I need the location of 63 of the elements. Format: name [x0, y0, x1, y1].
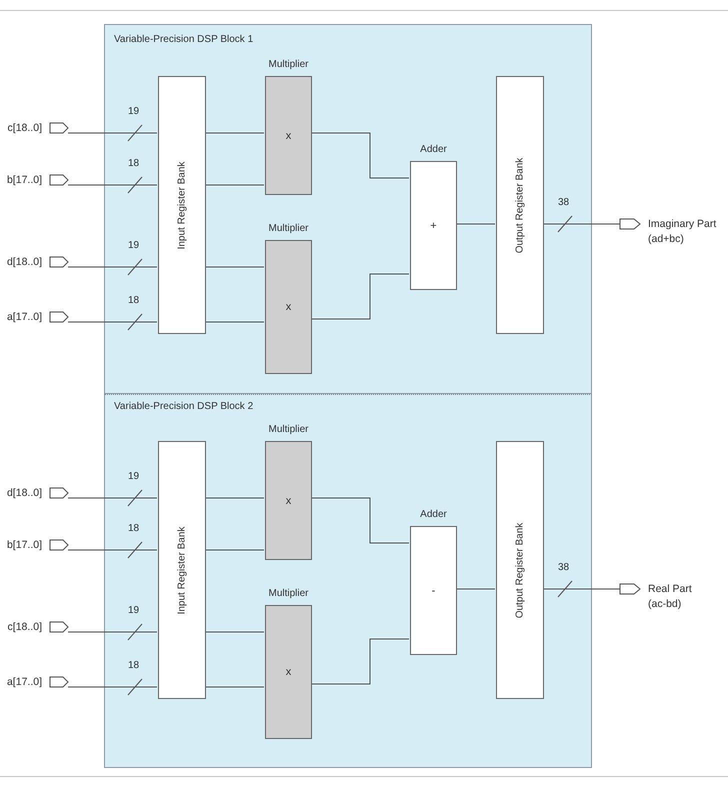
operator-symbol: x [286, 494, 292, 506]
operator-symbol: + [430, 220, 437, 232]
bank-label: Input Register Bank [176, 161, 188, 249]
output-name: Real Part (ac-bd) [648, 582, 693, 612]
unit-label: Multiplier [268, 423, 308, 437]
bank-label: Input Register Bank [176, 526, 188, 614]
bus-width-label: 38 [558, 562, 570, 573]
bus-width-label: 18 [128, 158, 140, 169]
bus-line [68, 314, 158, 330]
signal-name: d[18..0] [6, 256, 42, 268]
bus-line [68, 678, 158, 696]
wire [204, 266, 264, 268]
signal-name: d[18..0] [6, 487, 42, 499]
dsp-block-panel [104, 394, 592, 768]
operator-symbol: - [432, 584, 436, 596]
block-title: Variable-Precision DSP Block 2 [114, 401, 254, 412]
wire [310, 132, 410, 178]
operator-symbol: x [286, 666, 292, 678]
bus-line [68, 624, 158, 640]
bus-width-label: 19 [128, 106, 140, 117]
wire [204, 686, 264, 688]
signal-name: a[17..0] [6, 311, 42, 323]
bus-width-label: 19 [128, 240, 140, 251]
input-register-bank [158, 76, 206, 334]
bus-line [542, 216, 620, 232]
signal-name: a[17..0] [6, 676, 42, 688]
wire [310, 274, 410, 320]
wire [310, 638, 410, 684]
bus-line [68, 176, 158, 194]
output-name: Imaginary Part (ad+bc) [648, 217, 718, 247]
bus-width-label: 19 [128, 471, 140, 482]
bank-label: Output Register Bank [514, 157, 526, 253]
bus-line [68, 258, 158, 276]
operator-symbol: x [286, 301, 292, 313]
operator-symbol: x [286, 130, 292, 142]
bus-line [542, 580, 620, 598]
wire [204, 184, 264, 186]
bus-width-label: 38 [558, 197, 570, 208]
wire [204, 132, 264, 134]
bus-line [68, 542, 158, 558]
signal-name: c[18..0] [8, 621, 42, 633]
bus-line [68, 124, 158, 142]
bus-width-label: 18 [128, 523, 140, 534]
wire [456, 588, 496, 590]
input-register-bank [158, 441, 206, 699]
dsp-block-panel [104, 24, 592, 394]
output-register-bank [496, 441, 544, 699]
bus-line [68, 490, 158, 506]
signal-name: c[18..0] [8, 122, 42, 134]
unit-label: Multiplier [268, 222, 308, 236]
output-register-bank [496, 76, 544, 334]
unit-label: Adder [420, 508, 447, 522]
wire [310, 498, 410, 544]
bus-width-label: 18 [128, 295, 140, 306]
signal-name: b[17..0] [6, 539, 42, 551]
unit-label: Multiplier [268, 587, 308, 601]
bank-label: Output Register Bank [514, 522, 526, 618]
block-title: Variable-Precision DSP Block 1 [114, 34, 254, 45]
unit-label: Adder [420, 143, 447, 157]
signal-name: b[17..0] [6, 174, 42, 186]
unit-label: Multiplier [268, 58, 308, 72]
bus-width-label: 18 [128, 660, 140, 671]
bus-width-label: 19 [128, 605, 140, 616]
